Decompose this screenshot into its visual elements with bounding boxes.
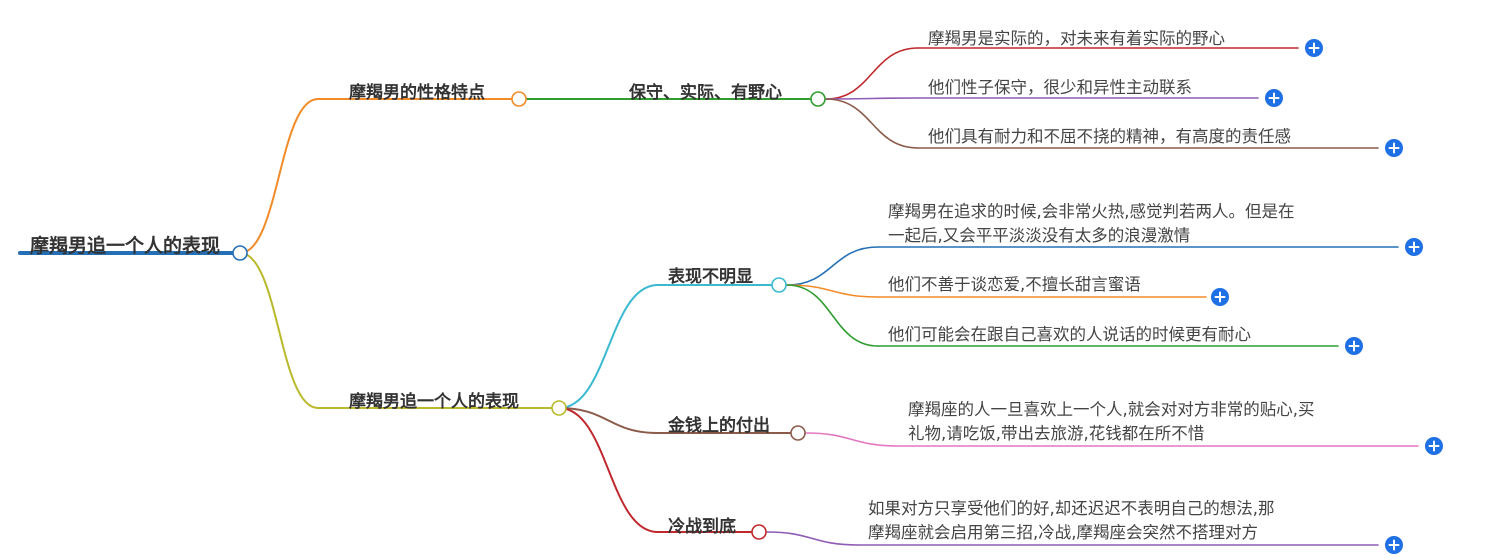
connector-root-personality xyxy=(239,98,319,254)
expand-plus-icon-2[interactable] xyxy=(1385,139,1403,157)
root-topic[interactable]: 摩羯男追一个人的表现 xyxy=(30,235,221,257)
leaf-passionate-then-plain-line2[interactable]: 一起后,又会平平淡淡没有太多的浪漫激情 xyxy=(888,226,1191,245)
expand-plus-icon-5[interactable] xyxy=(1345,337,1363,355)
connector-not-obvious-leaf-0 xyxy=(786,246,879,286)
node-circle-topic-1[interactable] xyxy=(790,425,806,441)
expand-plus-icon-4[interactable] xyxy=(1211,288,1229,306)
leaf-more-patient[interactable]: 他们可能会在跟自己喜欢的人说话的时候更有耐心 xyxy=(888,325,1251,344)
node-circle-personality[interactable] xyxy=(511,91,527,107)
connector-not-obvious-leaf-1 xyxy=(786,284,879,298)
expand-plus-icon-7[interactable] xyxy=(1385,536,1403,554)
connector-conservative-leaf-2 xyxy=(825,98,919,149)
connector-pursuit-topic-2 xyxy=(558,407,659,533)
leaf-spend-money-line2[interactable]: 礼物,请吃饭,带出去旅游,花钱都在所不惜 xyxy=(908,424,1205,443)
connector-cold-war-leaf xyxy=(766,531,859,546)
connector-conservative-leaf-1 xyxy=(825,97,919,100)
leaf-spend-money-line1[interactable]: 摩羯座的人一旦喜欢上一个人,就会对对方非常的贴心,买 xyxy=(908,400,1315,419)
topic-conservative[interactable]: 保守、实际、有野心 xyxy=(629,83,782,103)
topic-cold-war[interactable]: 冷战到底 xyxy=(668,517,736,537)
topic-money[interactable]: 金钱上的付出 xyxy=(668,416,770,436)
node-circle-topic-2[interactable] xyxy=(751,524,767,540)
expand-plus-icon-6[interactable] xyxy=(1425,437,1443,455)
leaf-cold-war-line1[interactable]: 如果对方只享受他们的好,却还迟迟不表明自己的想法,那 xyxy=(868,499,1275,518)
leaf-passionate-then-plain-line1[interactable]: 摩羯男在追求的时候,会非常火热,感觉判若两人。但是在 xyxy=(888,202,1295,221)
connector-root-pursuit xyxy=(239,252,319,409)
branch-pursuit[interactable]: 摩羯男追一个人的表现 xyxy=(349,392,519,412)
connector-not-obvious-leaf-2 xyxy=(786,284,879,347)
leaf-cold-war-line2[interactable]: 摩羯座就会启用第三招,冷战,摩羯座会突然不搭理对方 xyxy=(868,523,1258,542)
node-circle-topic-0[interactable] xyxy=(771,277,787,293)
node-circle-conservative[interactable] xyxy=(810,91,826,107)
node-circle-pursuit[interactable] xyxy=(551,400,567,416)
branch-personality[interactable]: 摩羯男的性格特点 xyxy=(349,83,485,103)
leaf-not-good-at-romance[interactable]: 他们不善于谈恋爱,不擅长甜言蜜语 xyxy=(888,275,1141,294)
connector-money-leaf xyxy=(805,432,899,447)
connector-pursuit-topic-1 xyxy=(558,407,659,434)
connector-pursuit-topic-0 xyxy=(558,284,659,409)
leaf-practical-ambition[interactable]: 摩羯男是实际的，对未来有着实际的野心 xyxy=(928,29,1225,48)
leaf-endurance-responsibility[interactable]: 他们具有耐力和不屈不挠的精神，有高度的责任感 xyxy=(928,127,1291,146)
expand-plus-icon-1[interactable] xyxy=(1265,89,1283,107)
leaf-conservative-rarely-contact[interactable]: 他们性子保守，很少和异性主动联系 xyxy=(928,78,1192,97)
expand-plus-icon-3[interactable] xyxy=(1405,238,1423,256)
expand-plus-icon-0[interactable] xyxy=(1305,39,1323,57)
node-circle-root[interactable] xyxy=(232,245,248,261)
topic-not-obvious[interactable]: 表现不明显 xyxy=(668,267,753,287)
connector-conservative-leaf-0 xyxy=(825,47,919,100)
